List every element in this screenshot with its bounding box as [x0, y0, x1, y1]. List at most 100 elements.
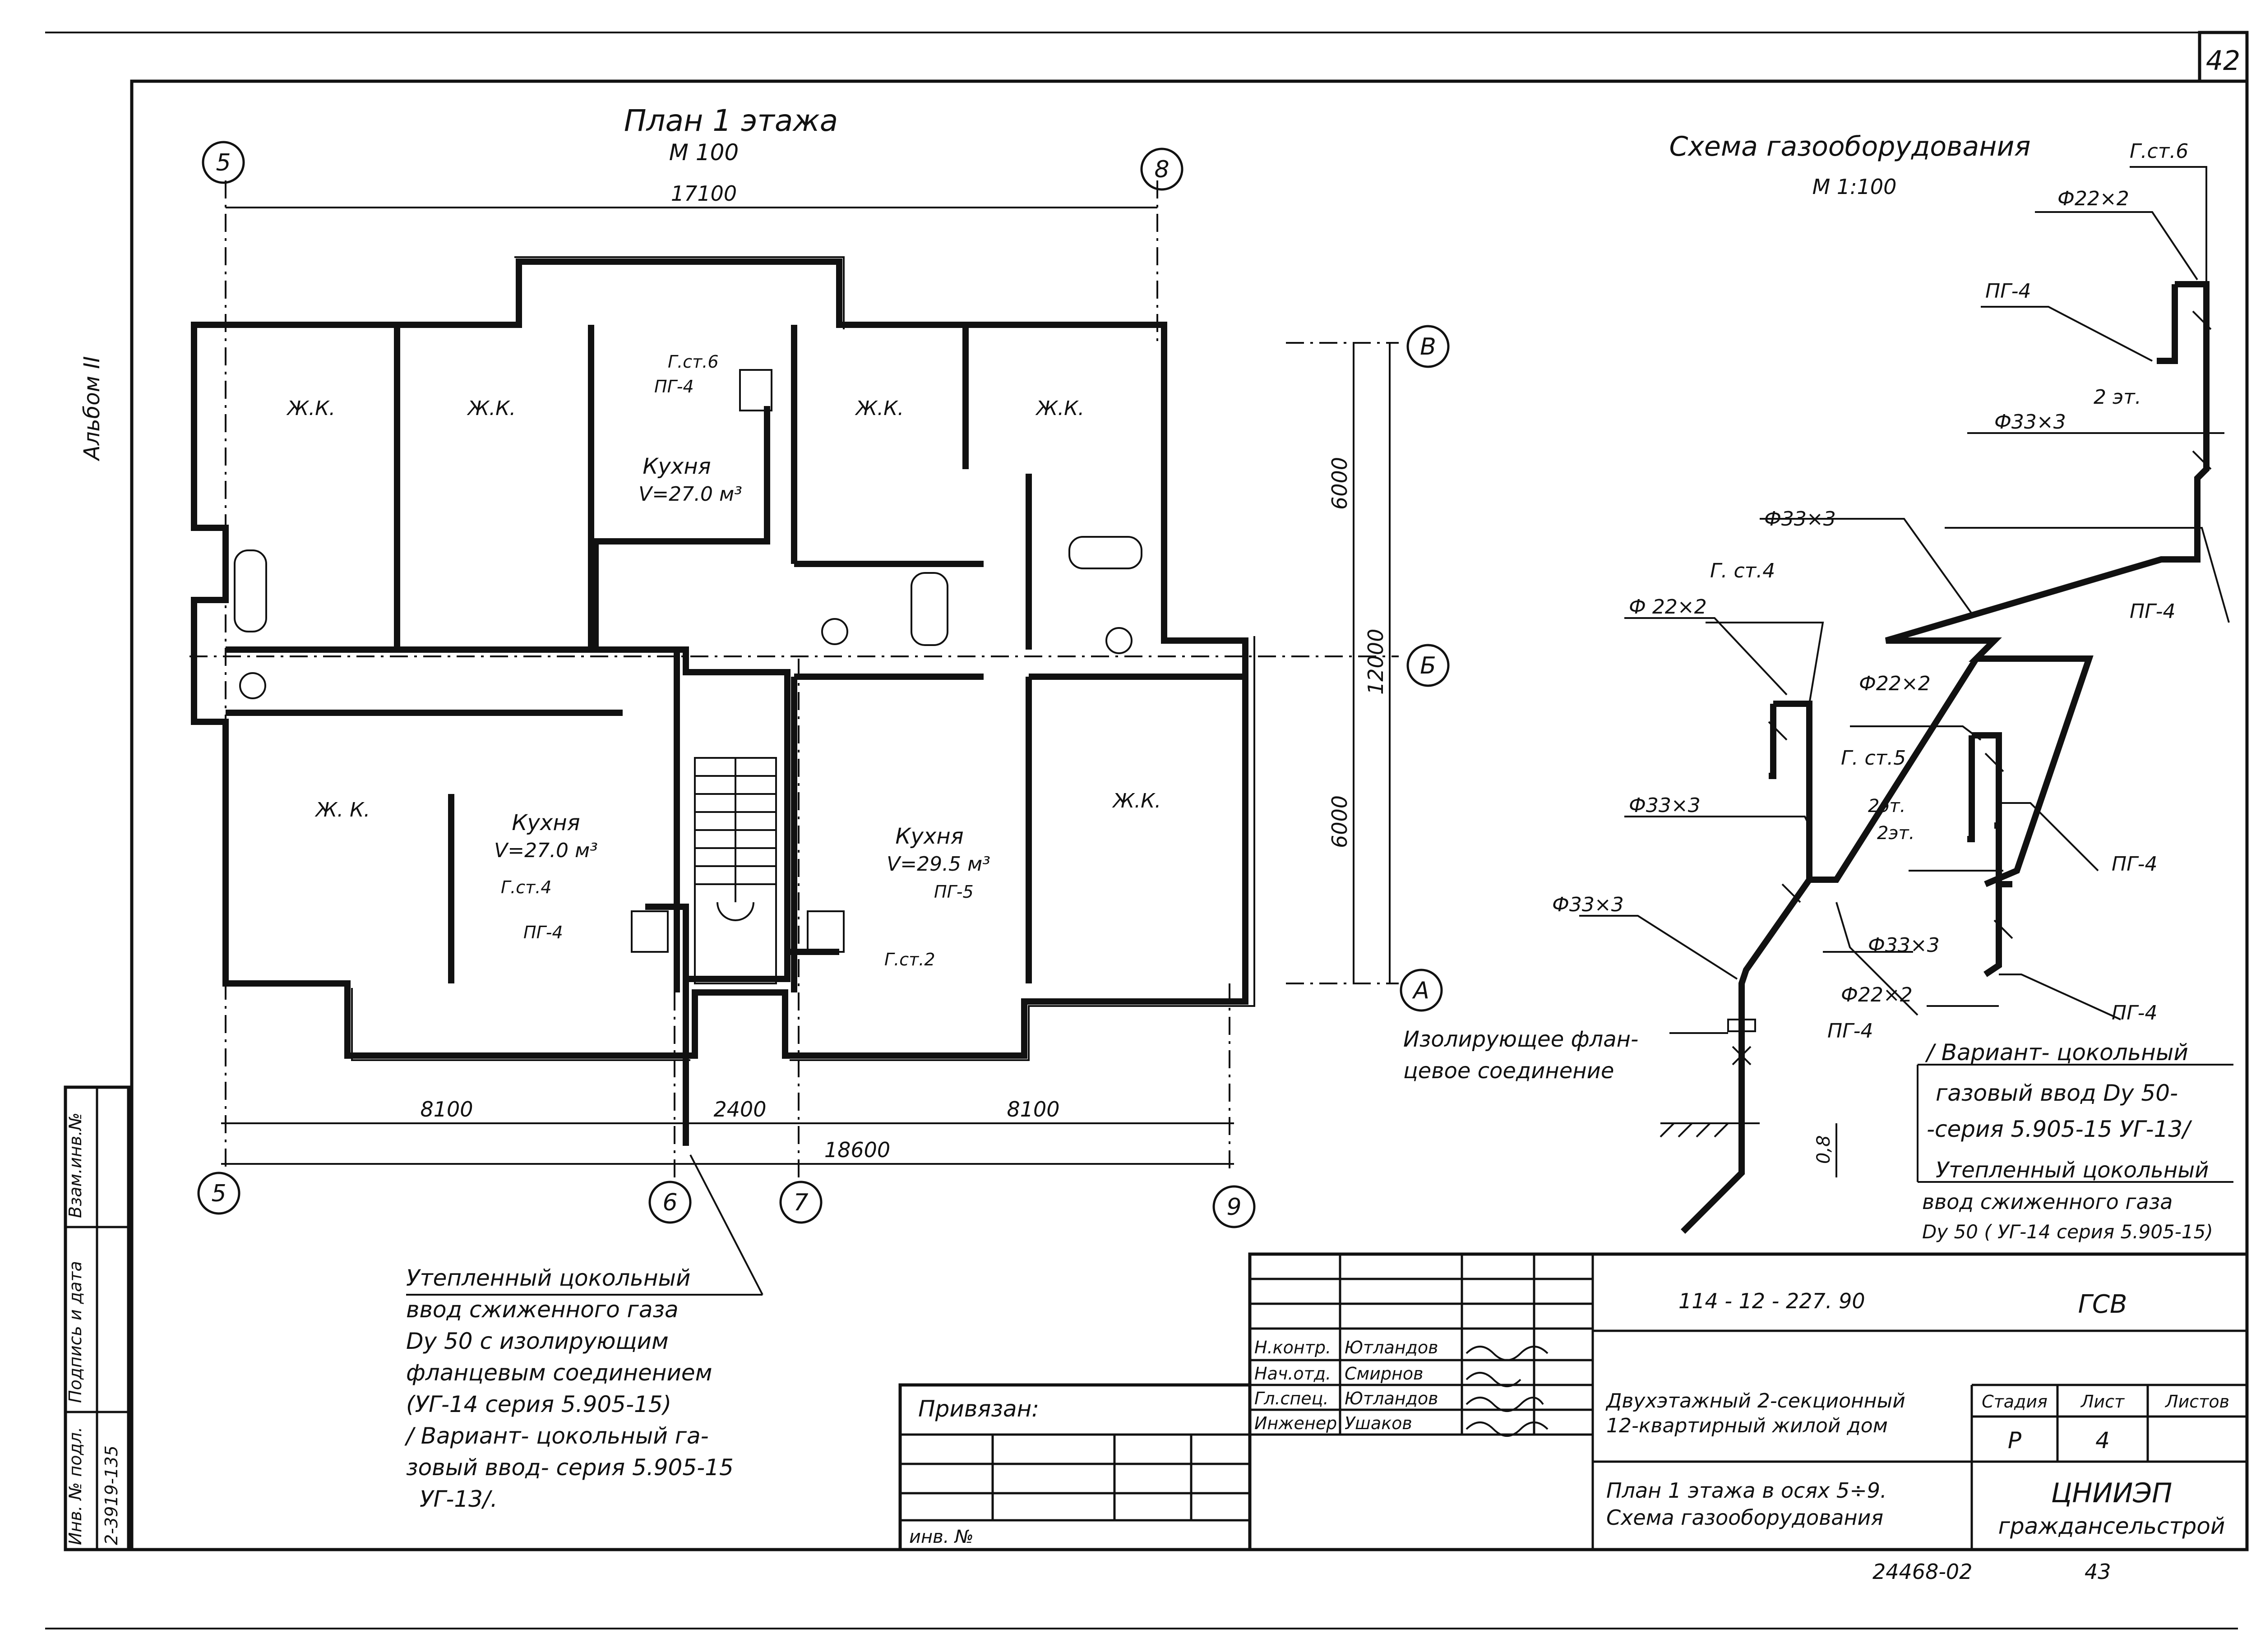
page-number: 42	[2206, 45, 2240, 77]
scheme-pg4-1: ПГ-4	[1985, 280, 2031, 303]
scheme-pg4-3: ПГ-4	[2112, 853, 2157, 876]
tag-gst2: Г.ст.2	[884, 950, 935, 969]
stage-value: Р	[2008, 1427, 2022, 1454]
axis-bottom-3: 7	[793, 1189, 808, 1216]
axis-right-bottom: А	[1412, 977, 1429, 1004]
dim-right-top: 6000	[1327, 457, 1352, 510]
scheme-flange-1: Изолирующее флан-	[1403, 1027, 1638, 1052]
scheme-pg4-4: ПГ-4	[2112, 1001, 2157, 1024]
kitchen-volume-1: V=27.0 м³	[638, 483, 742, 506]
role-1: Н.контр.	[1254, 1338, 1331, 1357]
plan-title: План 1 этажа	[624, 103, 838, 138]
axis-bottom-2: 6	[662, 1189, 677, 1216]
bound-label: Привязан:	[918, 1396, 1039, 1422]
plan-note-line-4: фланцевым соединением	[406, 1360, 712, 1386]
stair	[694, 757, 777, 984]
title-block: 114 - 12 - 227. 90 ГСВ Привязан: инв. № …	[898, 1252, 2249, 1584]
plan-note-line-1: Утепленный цокольный	[406, 1265, 691, 1291]
plan-note-line-3: Dу 50 с изолирующим	[406, 1328, 669, 1354]
room-label-1: Ж.К.	[286, 397, 336, 420]
scheme-note-a-2: газовый ввод Dу 50-	[1936, 1080, 2178, 1106]
room-label-6: Ж.К.	[1112, 789, 1161, 812]
scheme-note-variant: / Вариант- цокольный газовый ввод Dу 50-…	[1917, 1039, 2233, 1243]
plan-note-line-2: ввод сжиженного газа	[406, 1297, 679, 1323]
project-line-2: 12-квартирный жилой дом	[1606, 1414, 1888, 1437]
side-stamp: Взам.инв.№ Подпись и дата Инв. № подл. 2…	[64, 1085, 130, 1551]
scheme-d33-3: Ф33×3	[1629, 794, 1701, 817]
scheme-floor2-1: 2 эт.	[2094, 386, 2141, 409]
inv-label: инв. №	[909, 1527, 974, 1547]
role-2: Нач.отд.	[1254, 1364, 1331, 1384]
plan-note-line-8: УГ-13/.	[420, 1486, 498, 1512]
role-4: Инженер	[1254, 1413, 1337, 1433]
scheme-floor2-3: 2эт.	[1877, 823, 1914, 844]
kitchen-title-1: Кухня	[643, 454, 711, 479]
valve-marks	[1768, 310, 2212, 939]
side-stamp-col1: Взам.инв.№	[65, 1112, 85, 1218]
scheme-scale: М 1:100	[1812, 175, 1897, 199]
scheme-d33-2: Ф33×3	[1764, 508, 1836, 531]
tag-pg4-top: ПГ-4	[654, 377, 694, 397]
kitchen-volume-2: V=27.0 м³	[494, 839, 598, 862]
axis-right-top: В	[1420, 333, 1436, 360]
scheme-flange-2: цевое соединение	[1403, 1058, 1614, 1084]
tag-gst4: Г.ст.4	[501, 877, 552, 897]
room-label-5: Ж. К.	[314, 798, 370, 821]
album-label: Альбом II	[79, 356, 105, 461]
scheme-floor2-2: 2эт.	[1868, 796, 1905, 817]
scheme-gst6: Г.ст.6	[2130, 140, 2188, 163]
scheme-d22-4: Ф22×2	[1841, 983, 1913, 1006]
org-line-1: ЦНИИЭП	[2051, 1477, 2172, 1509]
scheme-d33-5: Ф33×3	[1868, 934, 1940, 957]
signatures	[1465, 1346, 1549, 1437]
scheme-pg4-5: ПГ-4	[1827, 1020, 1873, 1043]
dim-right-total: 12000	[1364, 629, 1388, 695]
side-stamp-col2: Подпись и дата	[65, 1261, 85, 1403]
scheme-note-b-3: Dу 50 ( УГ-14 серия 5.905-15)	[1922, 1221, 2213, 1243]
axis-right-mid: Б	[1420, 652, 1436, 679]
role-3: Гл.спец.	[1254, 1389, 1329, 1408]
side-stamp-col3: Инв. № подл.	[65, 1427, 85, 1545]
scheme-depth: 0,8	[1813, 1135, 1834, 1164]
plan-note-line-7: зовый ввод- серия 5.905-15	[406, 1454, 734, 1481]
role-name-4: Ушаков	[1345, 1413, 1412, 1433]
dim-bottom-total: 18600	[824, 1138, 890, 1162]
room-label-3: Ж.К.	[855, 397, 904, 420]
sheet-frame: 42 Альбом II	[45, 31, 2249, 1629]
scheme-d33-1: Ф33×3	[1994, 411, 2066, 434]
tag-pg5: ПГ-5	[934, 882, 974, 902]
stage-header: Стадия	[1982, 1392, 2048, 1412]
room-label-2: Ж.К.	[467, 397, 516, 420]
role-name-1: Ютландов	[1345, 1338, 1438, 1357]
plan-note-line-6: / Вариант- цокольный га-	[404, 1423, 709, 1449]
sheets-header: Листов	[2164, 1392, 2229, 1412]
role-name-3: Ютландов	[1345, 1389, 1438, 1408]
scheme-gst5: Г. ст.5	[1841, 747, 1906, 770]
sheet-code: 43	[2085, 1560, 2111, 1584]
content-line-2: Схема газооборудования	[1606, 1505, 1883, 1530]
plan-note: Утепленный цокольный ввод сжиженного газ…	[404, 1154, 763, 1512]
dim-top: 17100	[671, 181, 737, 206]
axis-bottom-4: 9	[1226, 1194, 1241, 1221]
scheme-note-a-3: -серия 5.905-15 УГ-13/	[1927, 1116, 2192, 1142]
drawing-number: 24468-02	[1872, 1560, 1972, 1584]
axis-top-left: 5	[216, 149, 231, 176]
scheme-d22-3: Ф22×2	[1859, 672, 1931, 695]
scheme-gst4: Г. ст.4	[1710, 559, 1775, 582]
org-line-2: граждансельстрой	[1998, 1513, 2225, 1539]
scheme-note-b-2: ввод сжиженного газа	[1922, 1190, 2173, 1214]
gas-scheme: Схема газооборудования М 1:100 0,8	[1403, 131, 2233, 1243]
kitchen-title-3: Кухня	[895, 824, 963, 849]
plan-scale: М 100	[669, 139, 739, 166]
side-stamp-inv-value: 2-3919-135	[102, 1445, 121, 1545]
plan-note-line-5: (УГ-14 серия 5.905-15)	[406, 1391, 671, 1417]
scheme-d22-2: Ф 22×2	[1629, 595, 1707, 618]
tag-gst6: Г.ст.6	[668, 352, 719, 372]
dim-bottom-left: 8100	[420, 1097, 473, 1121]
kitchen-volume-3: V=29.5 м³	[887, 853, 990, 876]
project-line-1: Двухэтажный 2-секционный	[1605, 1389, 1905, 1412]
kitchen-title-2: Кухня	[512, 810, 580, 835]
scheme-note-a-1: / Вариант- цокольный	[1925, 1039, 2188, 1066]
tag-pg4-left: ПГ-4	[523, 923, 563, 942]
